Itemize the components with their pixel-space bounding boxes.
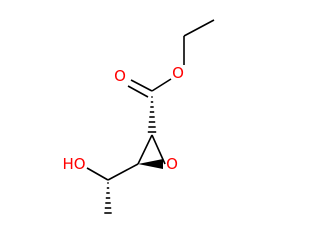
bond-epoxide-c2-c3 <box>137 134 153 165</box>
bold-wedge-c3-o <box>138 159 163 169</box>
bond-carbinol-oh <box>86 167 109 181</box>
molecule-drawing: O O O HO <box>62 19 215 214</box>
hashed-wedge-carbinol-methyl <box>104 182 112 214</box>
bond-carbonyl-double-a <box>130 79 153 92</box>
epoxide-oxygen-label: O <box>166 155 178 173</box>
bond-epoxide-c2-o <box>151 134 166 165</box>
bond-carbonyl-double-b <box>127 85 149 98</box>
ester-oxygen-label: O <box>172 64 184 82</box>
carbonyl-oxygen-label: O <box>114 67 126 85</box>
bond-ethyl-ch3-ch2 <box>183 19 215 37</box>
bond-c3-carbinol <box>107 163 139 181</box>
hashed-wedge-c1-c2 <box>147 96 157 133</box>
hydroxyl-label: HO <box>62 155 85 173</box>
structure-canvas: O O O HO <box>62 19 215 214</box>
bond-ester-o-carbonyl-c <box>151 78 172 92</box>
